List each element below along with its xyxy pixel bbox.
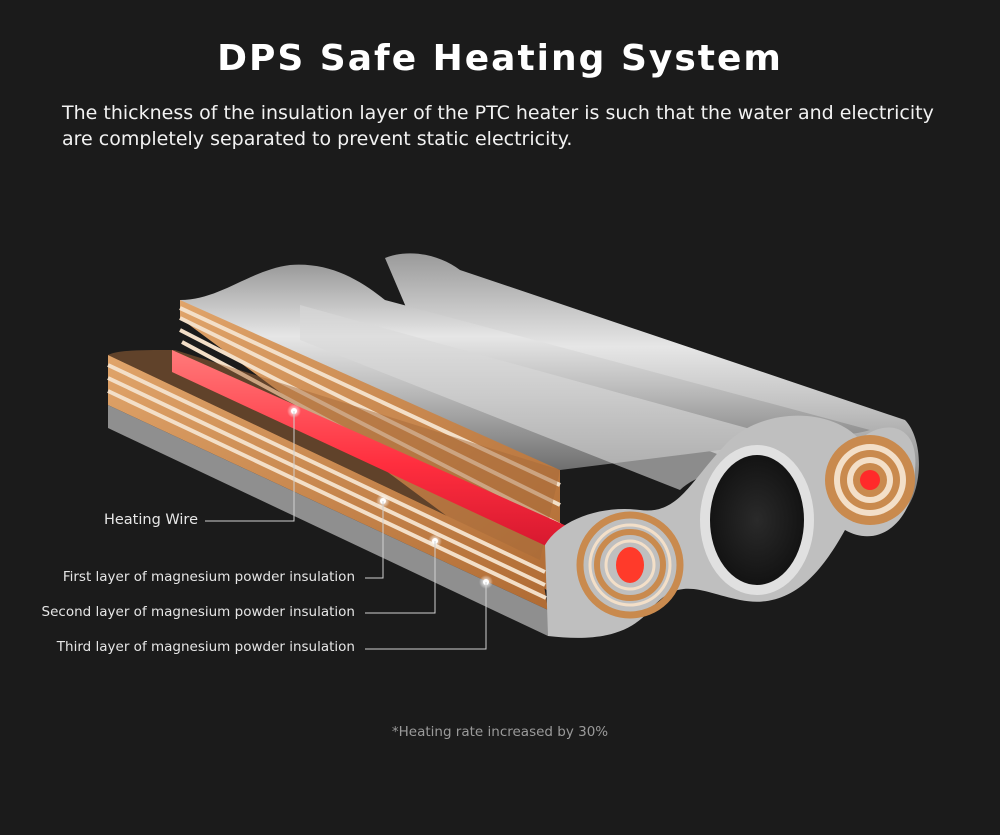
callout-heating-wire <box>205 404 301 522</box>
callout-label-heating-wire: Heating Wire <box>103 512 198 528</box>
page-subtitle: The thickness of the insulation layer of… <box>62 102 934 150</box>
footnote: *Heating rate increased by 30% <box>391 724 609 740</box>
callout-first-layer <box>365 494 390 579</box>
page-title: DPS Safe Heating System <box>217 38 783 79</box>
callout-third-layer <box>365 575 493 650</box>
callout-label-second-layer: Second layer of magnesium powder insulat… <box>41 604 355 620</box>
main-tube <box>180 264 870 490</box>
front-face <box>545 415 916 638</box>
callout-label-third-layer: Third layer of magnesium powder insulati… <box>56 639 355 655</box>
callout-second-layer <box>365 534 442 614</box>
callout-label-first-layer: First layer of magnesium powder insulati… <box>62 569 355 585</box>
